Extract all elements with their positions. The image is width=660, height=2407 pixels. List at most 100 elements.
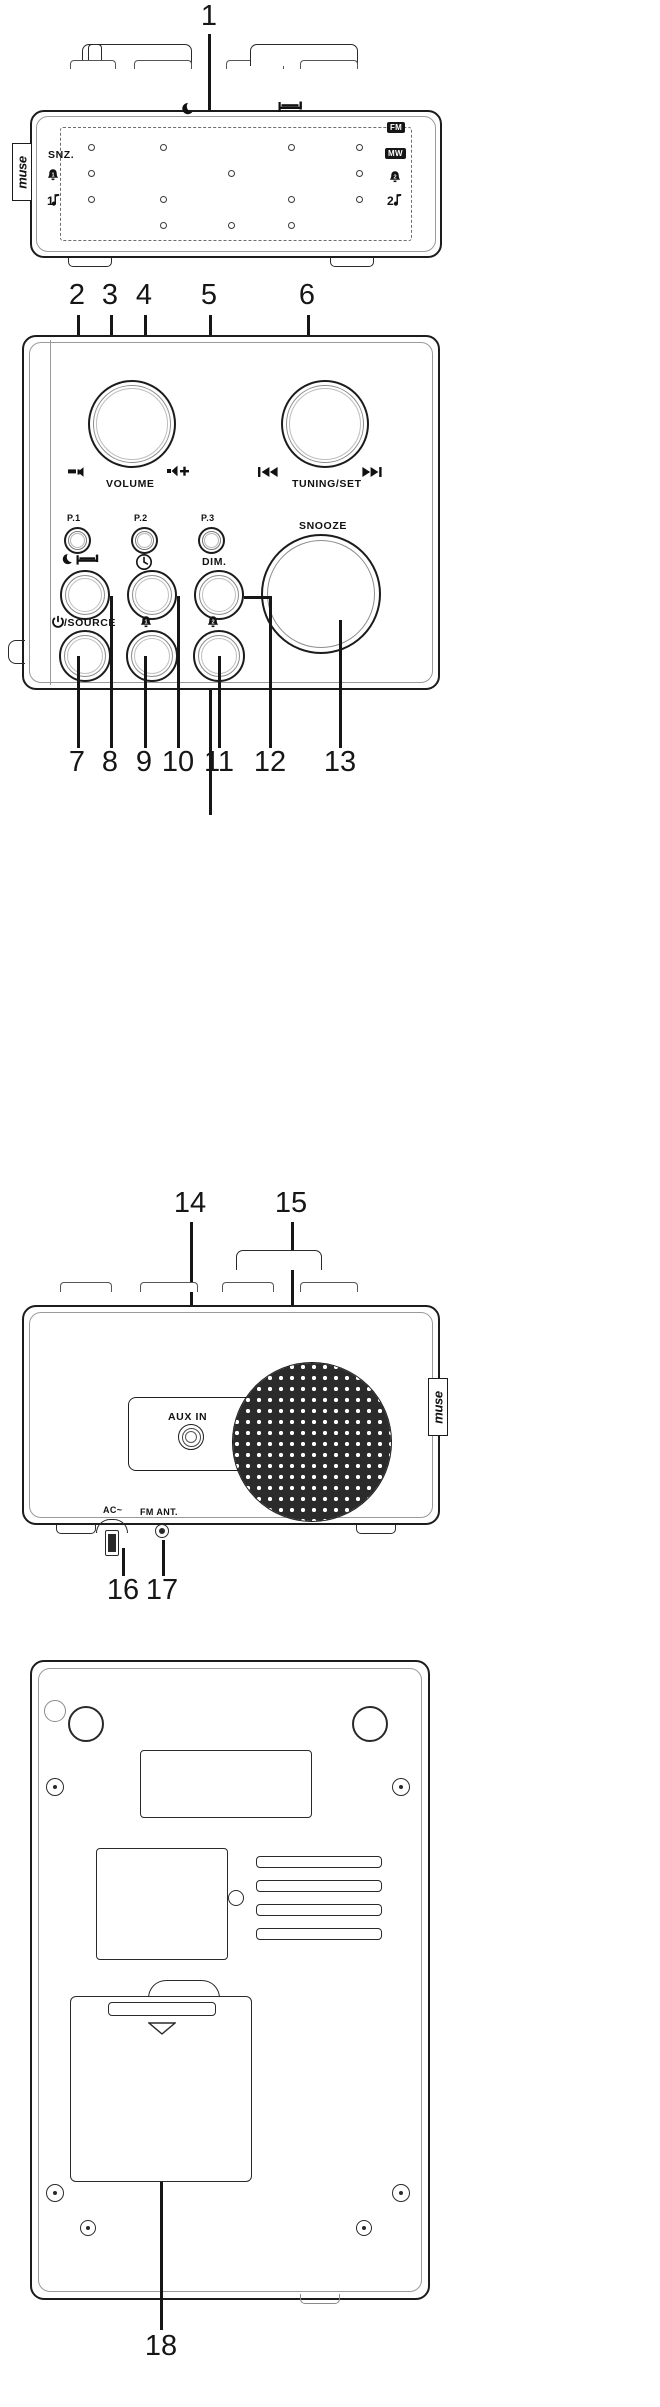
callout-number-8: 8 [101,746,119,778]
ac-power-label: AC~ [103,1505,123,1515]
side-handle [8,640,25,664]
callout-number-5: 5 [200,279,218,311]
tuning-set-knob[interactable] [281,380,369,468]
corner-arc [44,1700,66,1722]
battery-compartment[interactable] [70,1996,252,2182]
fm-antenna-core [159,1528,165,1534]
rating-label-area [96,1848,228,1960]
rear-pad-4 [300,1282,358,1292]
volume-label: VOLUME [106,478,155,490]
preset-3-button[interactable] [198,527,225,554]
callout-number-11: 11 [203,746,235,778]
svg-text:2: 2 [387,194,394,208]
lcd-dot [356,144,363,151]
rear-pad-3 [222,1282,274,1292]
power-icon [52,615,64,628]
open-arrow-icon [148,2022,176,2035]
rear-pad-1 [60,1282,112,1292]
svg-text:1: 1 [47,194,54,208]
preset-3-label: P.3 [201,513,215,523]
callout-number-7: 7 [68,746,86,778]
screw-tr [392,1778,410,1796]
snooze-indicator-label: SNZ. [48,149,75,161]
mw-indicator-badge: MW [385,148,406,160]
top-tab-notch [88,44,102,64]
lcd-dot [160,222,167,229]
speaker-grille [232,1362,392,1522]
lcd-dot [88,144,95,151]
ac-cord-core [108,1534,116,1552]
bed-icon [278,101,302,112]
screw-tl [46,1778,64,1796]
bell-2-icon: 2 [207,616,219,628]
power-source-button[interactable] [59,630,111,682]
power-source-label: /SOURCE [64,617,117,629]
callout-number-12: 12 [253,746,287,778]
callout-number-15: 15 [274,1187,308,1219]
svg-text:2: 2 [393,175,396,181]
preset-2-button[interactable] [131,527,158,554]
clock-button[interactable] [127,570,177,620]
callout-number-3: 3 [101,279,119,311]
preset-1-label: P.1 [67,513,81,523]
bottom-hole [228,1890,244,1906]
skip-back-icon [258,467,278,477]
bottom-housing-inner [38,1668,422,2292]
callout-leader-17 [162,1540,165,1576]
display-foot-right [330,258,374,267]
callout-leader-10 [177,596,180,748]
fm-antenna-label: FM ANT. [140,1507,178,1517]
callout-leader-18 [160,2182,163,2330]
bell-1-icon: 1 [47,169,59,181]
speaker-grille-dots [233,1363,391,1521]
lcd-dot [88,170,95,177]
battery-door-latch[interactable] [108,2002,216,2016]
top-pad-2 [134,60,192,69]
vent-slot-1 [256,1856,382,1868]
callout-number-9: 9 [135,746,153,778]
callout-number-16: 16 [106,1574,140,1606]
moon-icon [182,102,193,115]
callout-number-17: 17 [145,1574,179,1606]
screw-br [392,2184,410,2202]
lcd-dot [228,222,235,229]
control-panel-inner [29,342,433,683]
preset-2-label: P.2 [134,513,148,523]
note-1-icon: 1 [47,194,60,208]
bell-2-icon: 2 [389,171,401,183]
callout-leader-9 [144,656,147,748]
note-2-icon: 2 [387,194,402,208]
screw-br2 [356,2220,372,2236]
preset-1-button[interactable] [64,527,91,554]
volume-up-icon [167,465,189,477]
callout-leader-7 [77,656,80,748]
lcd-dot [228,170,235,177]
callout-leader-16 [122,1548,125,1576]
panel-edge-line [50,340,51,685]
rear-pad-2 [140,1282,198,1292]
aux-in-jack[interactable] [178,1424,204,1450]
sleep-nap-button[interactable] [60,570,110,620]
alarm-1-button[interactable] [126,630,178,682]
callout-number-10: 10 [161,746,195,778]
dim-label: DIM. [202,556,227,568]
volume-knob[interactable] [88,380,176,468]
snooze-label: SNOOZE [299,520,347,532]
display-housing [30,110,442,258]
callout-leader-1 [208,34,211,156]
volume-down-icon [68,467,84,477]
tuning-set-label: TUNING/SET [292,478,362,490]
rubber-foot-tr [352,1706,388,1742]
skip-forward-icon [362,467,382,477]
callout-number-13: 13 [323,746,357,778]
bottom-notch [300,2294,340,2304]
dim-button[interactable] [194,570,244,620]
lcd-dot [288,144,295,151]
callout-leader-13 [339,620,342,748]
snooze-button[interactable] [261,534,381,654]
rear-top-tab [236,1250,322,1270]
brand-plate: muse [428,1378,448,1436]
svg-text:1: 1 [51,173,54,179]
callout-number-2: 2 [68,279,86,311]
